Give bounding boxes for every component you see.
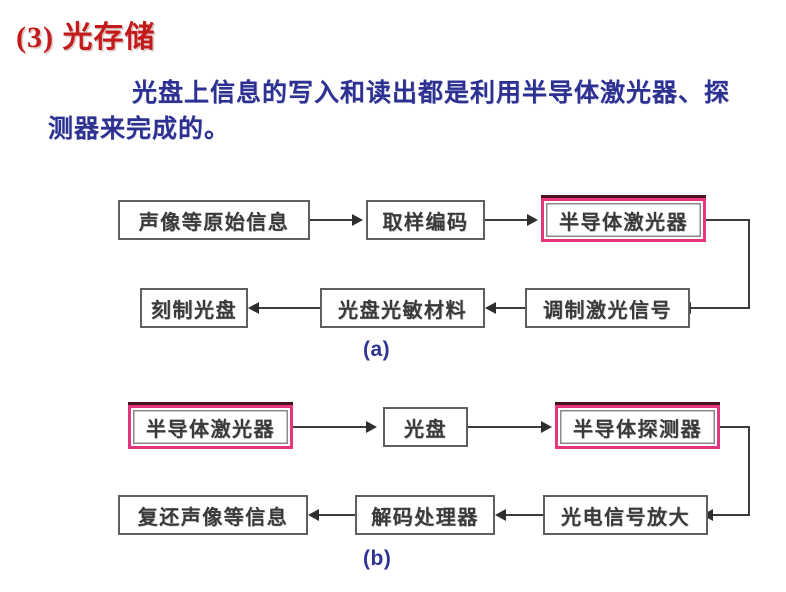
flow-node-a2[interactable]: 取样编码 [366,200,485,240]
flow-node-b4-label: 光电信号放大 [561,506,690,529]
flow-node-a4-label: 调制激光信号 [543,299,672,322]
edge-a4-a5-arrow-icon [485,302,496,314]
edge-a5-a6-line [258,307,320,309]
flow-node-b1-label: 半导体激光器 [146,418,275,441]
edge-a3-a4-hline-top [706,219,750,221]
flow-node-a2-label: 取样编码 [382,211,469,234]
edge-b4-b5-arrow-icon [495,509,506,521]
edge-b3-b4-hline-bottom [712,514,750,516]
flow-node-a6[interactable]: 刻制光盘 [140,288,248,328]
flow-node-b4[interactable]: 光电信号放大 [543,495,708,535]
edge-b2-b3-line [468,426,544,428]
edge-b3-b4-hline-top [720,426,750,428]
flow-node-a1[interactable]: 声像等原始信息 [118,200,310,240]
diagram-b-caption: (b) [363,547,392,570]
edge-b2-b3-arrow-icon [541,421,552,433]
flow-node-b2-label: 光盘 [404,418,447,441]
diagram-b: 半导体激光器 光盘 半导体探测器 光电信号放大 解码处理器 复还声像等信息 (b… [0,395,786,585]
edge-b1-b2-arrow-icon [366,421,377,433]
flow-node-b6[interactable]: 复还声像等信息 [118,495,308,535]
edge-a1-a2-arrow-icon [352,214,363,226]
edge-a3-a4-vline [748,219,750,309]
edge-a2-a3-arrow-icon [527,214,538,226]
edge-a1-a2-line [310,219,355,221]
flow-node-a4[interactable]: 调制激光信号 [525,288,690,328]
edge-b1-b2-line [293,426,369,428]
edge-b5-b6-line [318,514,355,516]
diagram-a: 声像等原始信息 取样编码 半导体激光器 调制激光信号 光盘光敏材料 刻制光盘 (… [0,190,786,380]
flow-node-b6-label: 复还声像等信息 [137,506,289,529]
edge-b3-b4-vline [748,426,750,516]
edge-b4-b5-line [505,514,543,516]
flow-node-a3[interactable]: 半导体激光器 [541,195,706,242]
flow-node-a5[interactable]: 光盘光敏材料 [320,288,485,328]
page-title: (3) 光存储 [16,21,156,54]
edge-a5-a6-arrow-icon [248,302,259,314]
lead-paragraph: 光盘上信息的写入和读出都是利用半导体激光器、探测器来完成的。 [48,80,731,143]
edge-b5-b6-arrow-icon [308,509,319,521]
diagram-a-caption: (a) [363,338,391,361]
flow-node-a1-label: 声像等原始信息 [138,211,290,234]
flow-node-a3-label: 半导体激光器 [559,211,688,234]
flow-node-a6-label: 刻制光盘 [151,299,237,322]
flow-node-b3[interactable]: 半导体探测器 [555,402,720,449]
flow-node-b5[interactable]: 解码处理器 [355,495,495,535]
edge-a3-a4-hline-bottom [690,307,750,309]
flow-node-b5-label: 解码处理器 [371,506,479,529]
flow-node-b1[interactable]: 半导体激光器 [128,402,293,449]
flow-node-a5-label: 光盘光敏材料 [338,299,467,322]
flow-node-b3-label: 半导体探测器 [573,418,702,441]
edge-a4-a5-line [495,307,525,309]
edge-a2-a3-line [485,219,530,221]
flow-node-b2[interactable]: 光盘 [383,407,468,447]
